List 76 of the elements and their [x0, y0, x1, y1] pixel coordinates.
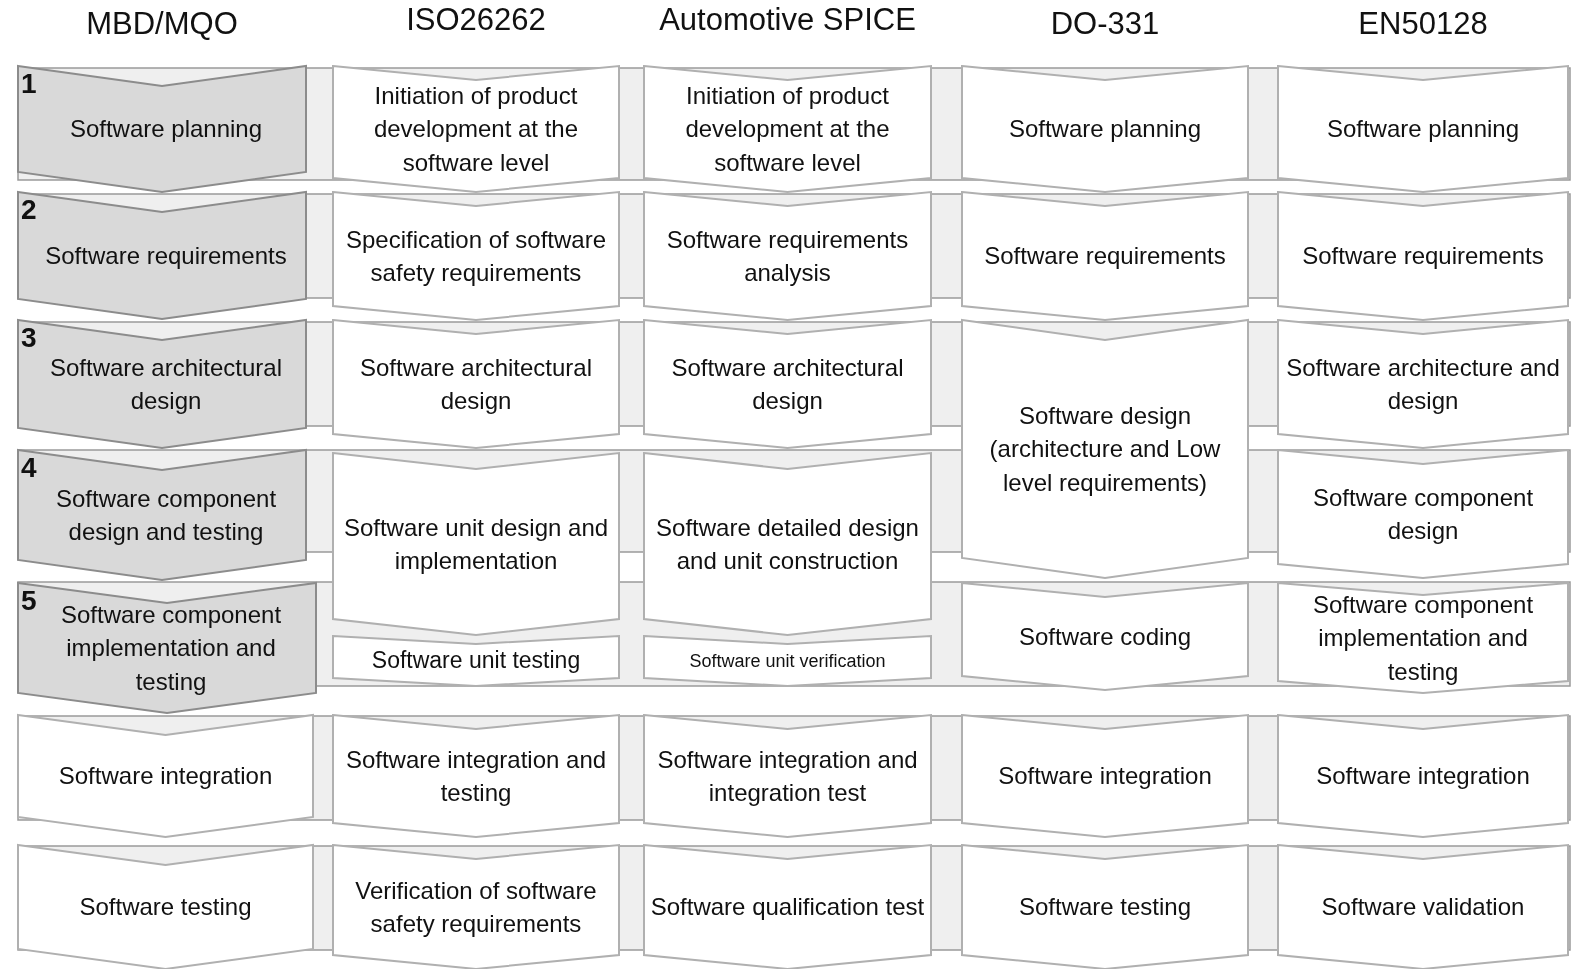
- column-heading: DO-331: [1049, 6, 1161, 42]
- chevron-box: [644, 715, 931, 837]
- step-label: Software validation: [1321, 892, 1525, 923]
- chevron-box: [18, 583, 316, 713]
- column-heading: ISO26262: [405, 2, 547, 38]
- step-label: Software integration: [58, 761, 273, 792]
- chevron-box: [1278, 845, 1568, 969]
- chevron-box: [962, 320, 1248, 578]
- chevron-box: [644, 636, 931, 686]
- step-label: Software planning: [1326, 114, 1520, 145]
- step-label: Software requirements: [984, 241, 1226, 272]
- chevron-box: [1278, 583, 1568, 693]
- step-label: Software architectural design: [358, 352, 594, 416]
- step-label: Software detailed design and unit construction: [655, 512, 920, 576]
- step-label: Software testing: [1018, 892, 1192, 923]
- step-label: Software component implementation and testing: [59, 600, 283, 697]
- step-label: Software component design and testing: [54, 483, 278, 547]
- step-label: Software coding: [1018, 621, 1192, 652]
- step-label: Software architecture and design: [1285, 352, 1561, 416]
- chevron-box: [333, 845, 619, 969]
- chevron-box: [1278, 320, 1568, 448]
- step-label: Software integration: [998, 761, 1212, 792]
- step-label: Software planning: [1008, 114, 1202, 145]
- step-number: 1: [21, 70, 37, 98]
- step-label: Software unit testing: [371, 646, 581, 676]
- step-label: Initiation of product development at the software level: [684, 81, 891, 178]
- chevron-box: [644, 845, 931, 969]
- step-label: Software planning: [69, 114, 263, 145]
- step-label: Verification of software safety requirements: [354, 875, 598, 939]
- chevron-box: [962, 192, 1248, 320]
- step-label: Software requirements: [45, 240, 287, 271]
- chevron-box: [18, 320, 306, 448]
- step-number: 4: [21, 454, 37, 482]
- step-number: 3: [21, 324, 37, 352]
- step-label: Software requirements: [1302, 241, 1544, 272]
- chevron-box: [333, 192, 619, 320]
- chevron-box: [1278, 192, 1568, 320]
- chevron-box: [644, 192, 931, 320]
- chevron-box: [644, 320, 931, 448]
- step-label: Software testing: [79, 892, 252, 923]
- step-label: Software unit design and implementation: [342, 512, 610, 576]
- step-label: Software integration and testing: [344, 744, 608, 808]
- chevron-box: [333, 636, 619, 686]
- chevron-box: [962, 583, 1248, 690]
- step-label: Software requirements analysis: [665, 224, 910, 288]
- step-label: Software integration: [1316, 761, 1530, 792]
- chevron-box: [18, 715, 313, 837]
- chevron-box: [18, 845, 313, 969]
- chevron-box: [644, 66, 931, 192]
- chevron-box: [333, 66, 619, 192]
- step-label: Specification of software safety requirements: [344, 224, 608, 288]
- step-label: Software architectural design: [670, 352, 905, 416]
- chevron-box: [18, 66, 306, 192]
- chevron-box: [1278, 715, 1568, 837]
- column-heading: Automotive SPICE: [658, 2, 917, 38]
- step-label: Software design (architecture and Low level requirements): [988, 401, 1222, 498]
- chevron-box: [962, 66, 1248, 192]
- chevron-box: [333, 320, 619, 448]
- step-number: 5: [21, 587, 37, 615]
- chevron-box: [962, 715, 1248, 837]
- step-label: Software unit verification: [689, 649, 886, 673]
- column-heading: EN50128: [1357, 6, 1489, 42]
- chevron-box: [333, 715, 619, 837]
- step-label: Software qualification test: [650, 892, 925, 923]
- chevron-box: [18, 192, 306, 319]
- step-number: 2: [21, 196, 37, 224]
- chevron-box: [1278, 66, 1568, 192]
- column-heading: MBD/MQO: [85, 6, 239, 42]
- step-label: Software integration and integration test: [656, 744, 919, 808]
- step-label: Software architectural design: [48, 352, 284, 416]
- step-label: Software component design: [1311, 482, 1535, 546]
- chevron-box: [18, 450, 306, 580]
- chevron-box: [1278, 450, 1568, 578]
- step-label: Initiation of product development at the software level: [372, 81, 580, 178]
- chevron-box: [962, 845, 1248, 969]
- step-label: Software component implementation and testing: [1311, 590, 1535, 687]
